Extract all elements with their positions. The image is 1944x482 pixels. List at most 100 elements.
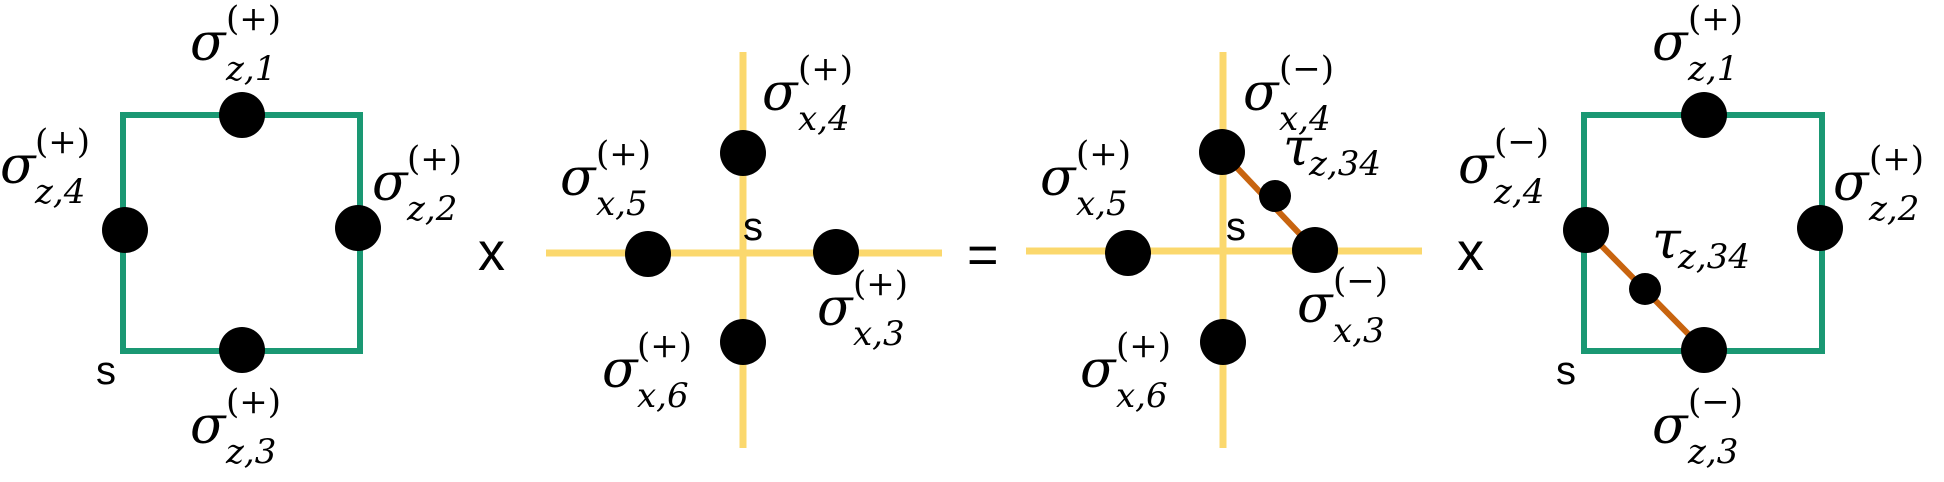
label-sigma-z2: σ (+) z,2	[372, 139, 462, 229]
svg-text:(−): (−)	[1494, 122, 1549, 162]
svg-text:x,6: x,6	[637, 376, 689, 416]
svg-text:z,34: z,34	[1677, 237, 1750, 277]
svg-text:(+): (+)	[637, 326, 692, 366]
qubit-dot-z1	[1681, 92, 1727, 138]
equals-operator: =	[967, 225, 999, 285]
label-sigma-z1: σ (+) z,1	[1652, 0, 1743, 89]
svg-text:z,4: z,4	[1493, 172, 1544, 212]
svg-text:x,4: x,4	[798, 99, 850, 139]
vertex-label-s: s	[1226, 205, 1246, 249]
qubit-dot-z4	[1563, 207, 1609, 253]
svg-text:x,6: x,6	[1116, 376, 1168, 416]
label-sigma-x4: σ (+) x,4	[762, 49, 853, 139]
svg-text:(+): (+)	[853, 264, 908, 304]
svg-text:(−): (−)	[1333, 261, 1388, 301]
star-before: s σ (+) x,4 σ (+) x,3 σ (+) x,6 σ (+) x,…	[546, 49, 942, 448]
svg-text:x,3: x,3	[1333, 311, 1385, 351]
qubit-dot-x5	[1105, 230, 1151, 276]
svg-text:x,4: x,4	[1279, 99, 1331, 139]
qubit-dot-z2	[335, 205, 381, 251]
label-sigma-x3: σ (−) x,3	[1297, 261, 1388, 351]
label-sigma-z4: σ (+) z,4	[0, 122, 90, 212]
label-sigma-x5: σ (+) x,5	[1040, 134, 1131, 224]
qubit-dot-z4	[102, 207, 148, 253]
plaquette-square	[120, 112, 363, 354]
svg-text:σ: σ	[602, 340, 639, 400]
label-sigma-x6: σ (+) x,6	[602, 326, 692, 416]
svg-text:(−): (−)	[1279, 49, 1334, 89]
svg-text:σ: σ	[190, 396, 227, 456]
svg-text:σ: σ	[1080, 340, 1117, 400]
svg-text:(−): (−)	[1688, 382, 1743, 422]
qubit-dot-x6	[720, 319, 766, 365]
svg-text:σ: σ	[1297, 275, 1334, 335]
svg-text:(+): (+)	[35, 122, 90, 162]
label-sigma-z4: σ (−) z,4	[1458, 122, 1549, 212]
vertex-label-s: s	[96, 349, 116, 393]
svg-text:(+): (+)	[798, 49, 853, 89]
label-tau-z34: τ z,34	[1283, 118, 1381, 184]
svg-text:z,1: z,1	[1687, 49, 1738, 89]
svg-text:z,2: z,2	[1868, 189, 1919, 229]
svg-text:σ: σ	[1243, 63, 1280, 123]
plaquette-before: s σ (+) z,1 σ (+) z,2 σ (+) z,3 σ (+) z,…	[0, 0, 462, 472]
svg-text:(+): (+)	[1688, 0, 1743, 39]
qubit-dot-z2	[1797, 205, 1843, 251]
label-sigma-x5: σ (+) x,5	[560, 134, 651, 224]
svg-text:σ: σ	[560, 148, 597, 208]
tau-dot	[1259, 180, 1291, 212]
svg-text:σ: σ	[190, 13, 227, 73]
svg-text:(+): (+)	[1116, 326, 1171, 366]
svg-text:z,4: z,4	[34, 172, 85, 212]
label-tau-z34: τ z,34	[1652, 211, 1750, 277]
svg-text:σ: σ	[1652, 396, 1689, 456]
label-sigma-z2: σ (+) z,2	[1833, 139, 1924, 229]
svg-text:σ: σ	[1458, 136, 1495, 196]
svg-text:z,3: z,3	[225, 432, 276, 472]
qubit-dot-z3	[1681, 327, 1727, 373]
label-sigma-x4: σ (−) x,4	[1243, 49, 1334, 139]
svg-text:σ: σ	[0, 136, 37, 196]
times-operator-2: x	[1457, 222, 1484, 282]
qubit-dot-z3	[219, 327, 265, 373]
label-sigma-z3: σ (−) z,3	[1652, 382, 1743, 472]
svg-text:z,1: z,1	[225, 49, 276, 89]
qubit-dot-x3	[813, 229, 859, 275]
svg-text:τ: τ	[1283, 118, 1313, 178]
svg-text:σ: σ	[817, 278, 854, 338]
qubit-dot-x4	[720, 130, 766, 176]
svg-text:x,3: x,3	[853, 314, 905, 354]
svg-text:σ: σ	[1040, 148, 1077, 208]
label-sigma-z3: σ (+) z,3	[190, 382, 281, 472]
times-operator-1: x	[478, 222, 505, 282]
label-sigma-x3: σ (+) x,3	[817, 264, 908, 354]
vertex-label-s: s	[1556, 349, 1576, 393]
svg-text:τ: τ	[1652, 211, 1682, 271]
svg-text:(+): (+)	[1076, 134, 1131, 174]
svg-text:σ: σ	[1652, 13, 1689, 73]
tau-dot	[1629, 273, 1661, 305]
vertex-label-s: s	[743, 205, 763, 249]
qubit-dot-x5	[625, 231, 671, 277]
svg-text:(+): (+)	[226, 382, 281, 422]
qubit-dot-x4	[1199, 129, 1245, 175]
svg-text:σ: σ	[762, 63, 799, 123]
svg-text:x,5: x,5	[596, 184, 648, 224]
qubit-dot-x3	[1292, 227, 1338, 273]
label-sigma-x6: σ (+) x,6	[1080, 326, 1171, 416]
svg-text:z,3: z,3	[1687, 432, 1738, 472]
svg-text:(+): (+)	[1869, 139, 1924, 179]
svg-text:z,2: z,2	[406, 189, 457, 229]
star-after: s σ (−) x,4 σ (−) x,3 σ (+) x,6 σ (+) x,…	[1026, 49, 1422, 448]
plaquette-square	[1581, 112, 1825, 354]
svg-text:x,5: x,5	[1076, 184, 1128, 224]
svg-text:σ: σ	[372, 153, 409, 213]
svg-text:z,34: z,34	[1308, 144, 1381, 184]
qubit-dot-z1	[219, 92, 265, 138]
svg-text:(+): (+)	[407, 139, 462, 179]
svg-text:σ: σ	[1833, 153, 1870, 213]
plaquette-after: s σ (+) z,1 σ (+) z,2 σ (−) z,3 σ (−) z,…	[1458, 0, 1924, 472]
svg-text:(+): (+)	[226, 0, 281, 39]
